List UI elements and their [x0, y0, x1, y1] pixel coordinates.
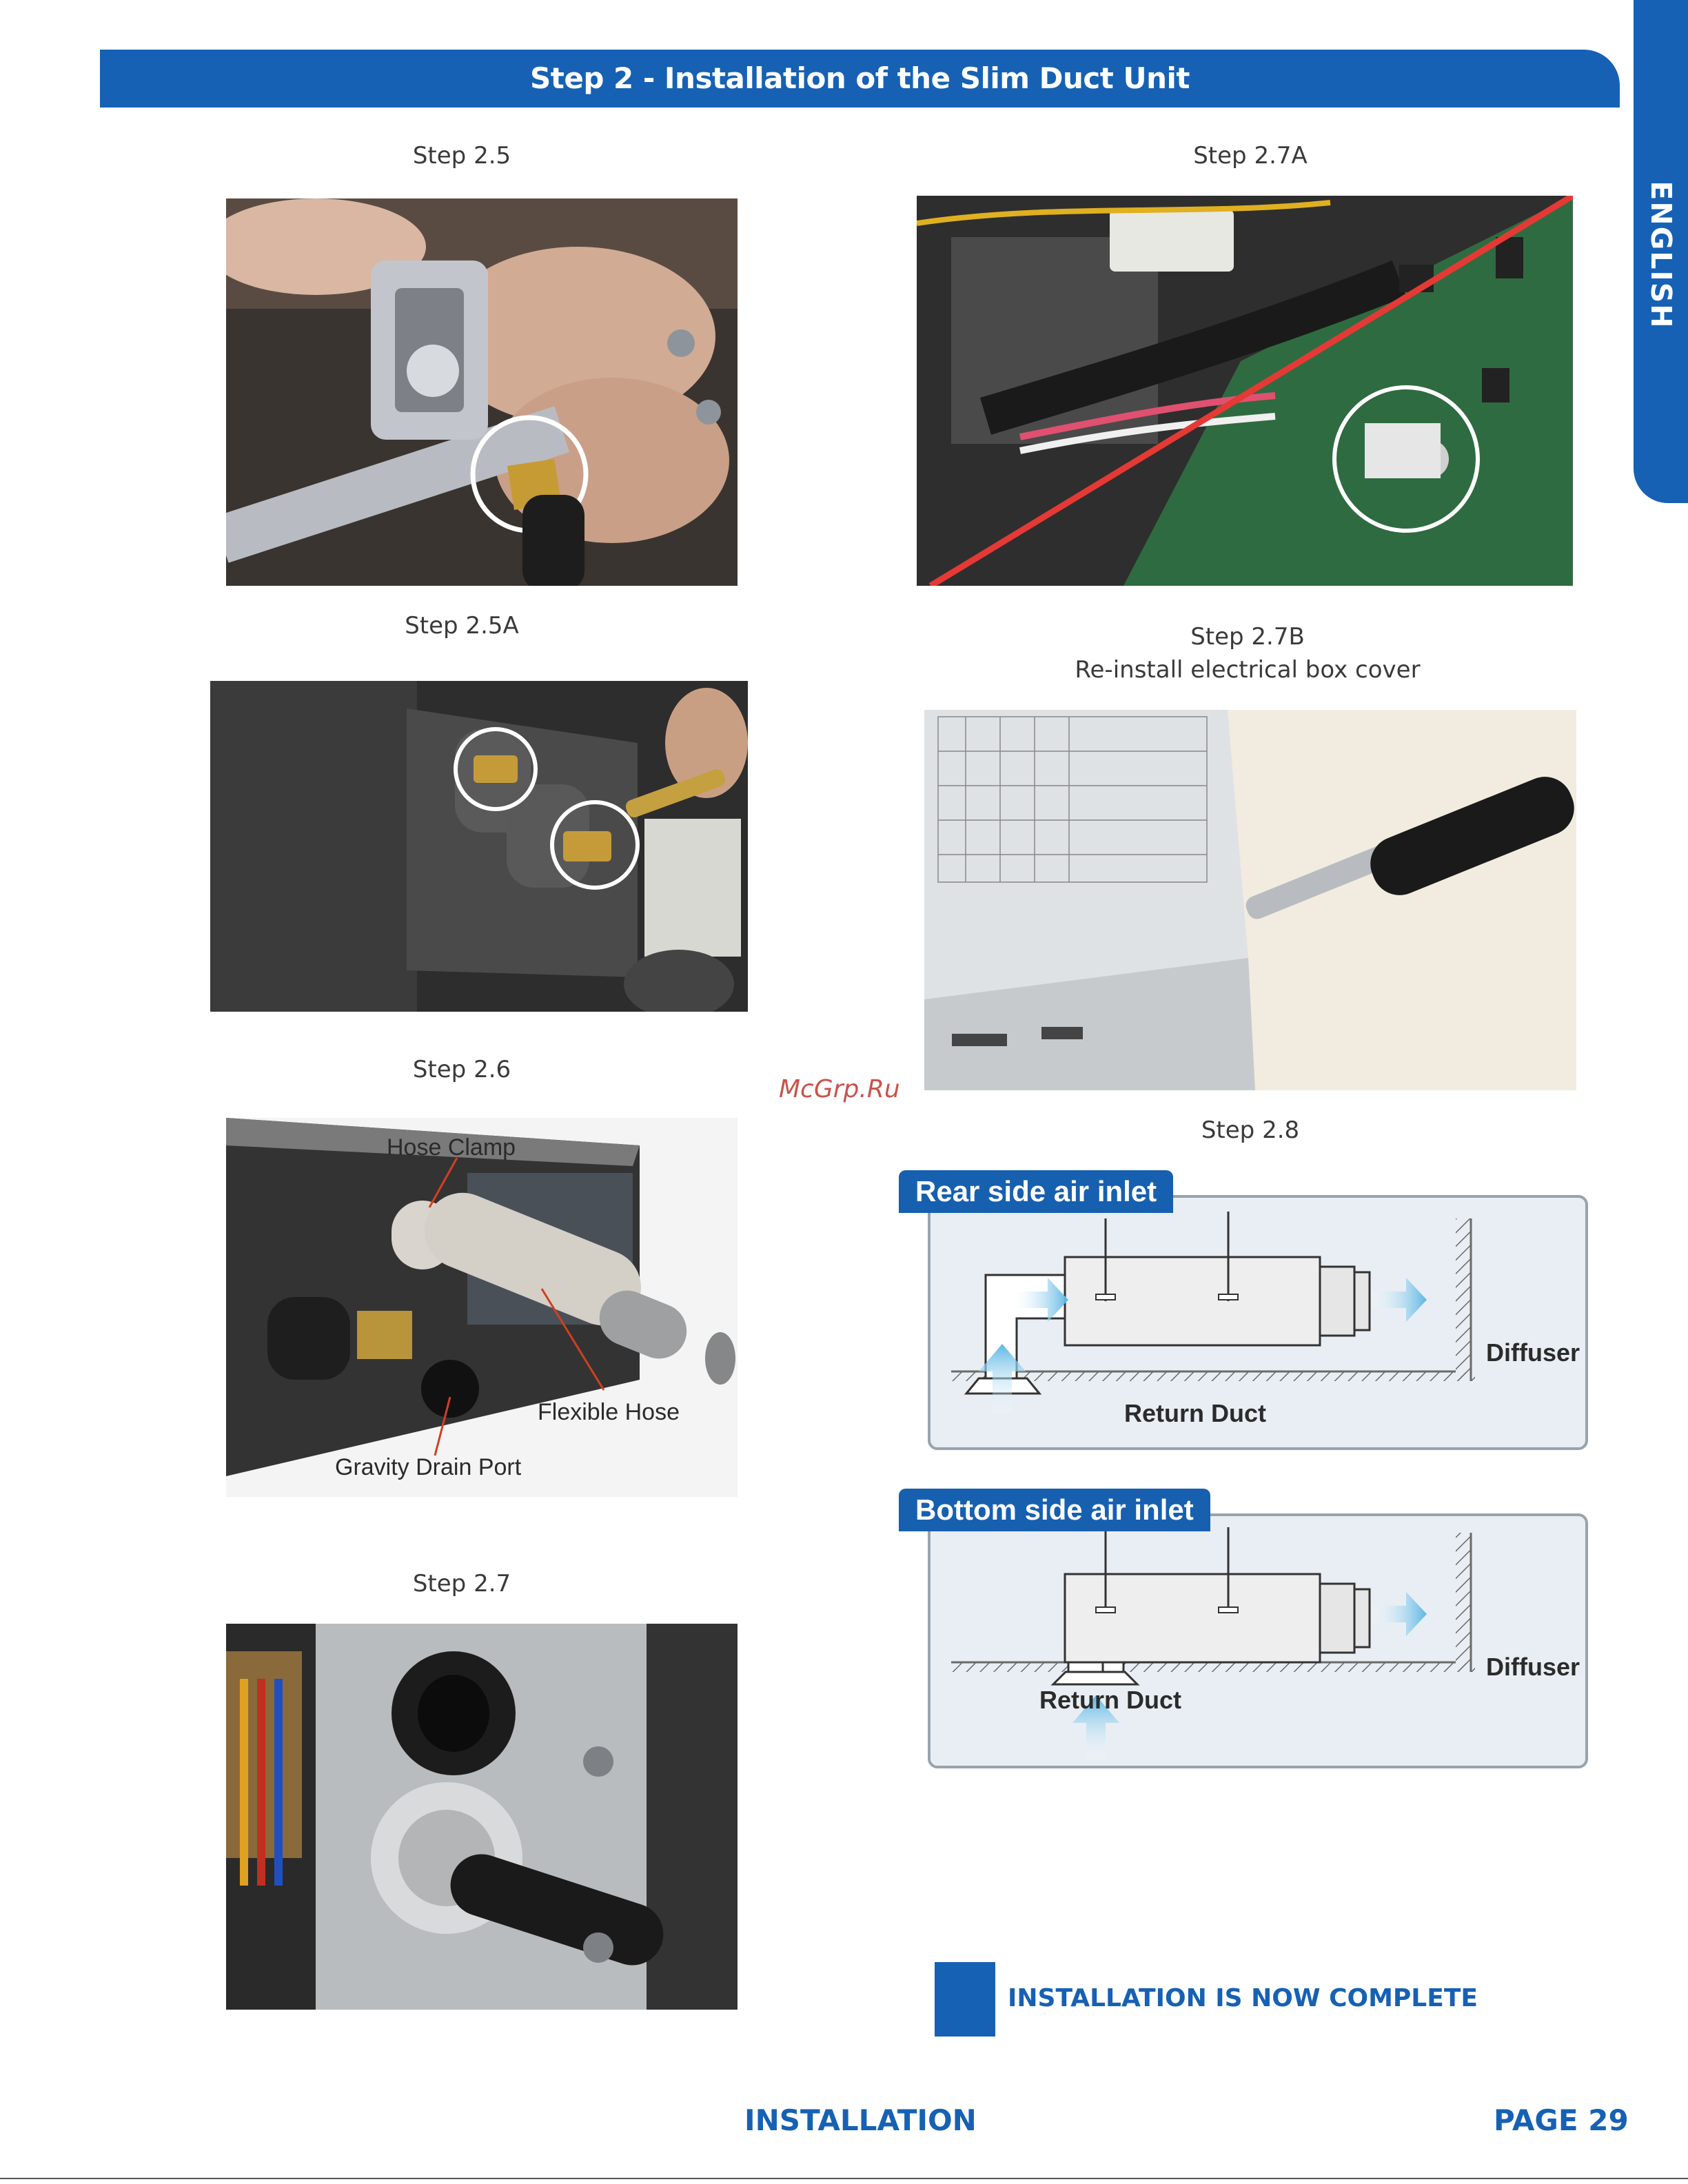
caption-step-2-6: Step 2.6 [412, 1056, 511, 1083]
label-return-duct-bottom: Return Duct [1039, 1686, 1181, 1714]
photo-step-2-5a-service-valves [210, 681, 748, 1012]
watermark: McGrp.Ru [779, 1075, 900, 1103]
header-banner: Step 2 - Installation of the Slim Duct U… [100, 50, 1620, 108]
label-hose-clamp: Hose Clamp [387, 1134, 516, 1161]
photo-step-2-7-cable-grommet [226, 1624, 738, 2010]
caption-step-2-7a: Step 2.7A [1193, 142, 1308, 170]
completion-marker [935, 1962, 995, 2037]
caption-step-2-7: Step 2.7 [412, 1570, 511, 1598]
diagram-rear-side-air-inlet: Rear side air inlet Diffuser Return Duct [899, 1170, 1588, 1453]
label-flexible-hose: Flexible Hose [538, 1399, 680, 1425]
language-tab [1634, 0, 1688, 503]
label-gravity-drain-port: Gravity Drain Port [335, 1454, 522, 1480]
label-diffuser-bottom: Diffuser [1486, 1653, 1580, 1681]
photo-step-2-7a-terminal-board [917, 196, 1573, 586]
photo-step-2-7b-box-cover [924, 710, 1576, 1090]
caption-step-2-5a: Step 2.5A [405, 612, 519, 640]
language-tab-label: ENGLISH [1644, 181, 1678, 329]
caption-step-2-5: Step 2.5 [412, 142, 511, 170]
photo-step-2-6-drain-hose: Hose Clamp Flexible Hose Gravity Drain P… [226, 1118, 738, 1497]
diagram-bottom-side-air-inlet: Bottom side air inlet Diffuser Return Du… [899, 1489, 1588, 1771]
footer-page-number: PAGE 29 [1494, 2103, 1629, 2137]
page-title: Step 2 - Installation of the Slim Duct U… [530, 61, 1190, 95]
label-diffuser-rear: Diffuser [1486, 1338, 1580, 1367]
caption-step-2-8: Step 2.8 [1201, 1116, 1300, 1144]
photo-step-2-5-flare-tool [226, 198, 738, 586]
completion-text: INSTALLATION IS NOW COMPLETE [1008, 1984, 1478, 2012]
diagram-bottom-title: Bottom side air inlet [899, 1489, 1210, 1531]
diagram-rear-panel [928, 1195, 1588, 1450]
footer-rule [0, 2178, 1688, 2179]
label-return-duct-rear: Return Duct [1124, 1399, 1266, 1427]
diagram-rear-title: Rear side air inlet [899, 1170, 1174, 1213]
caption-step-2-7b-subtitle: Re-install electrical box cover [1075, 656, 1421, 684]
footer-section: INSTALLATION [744, 2103, 977, 2137]
diagram-bottom-panel [928, 1513, 1588, 1768]
caption-step-2-7b: Step 2.7B [1190, 623, 1305, 651]
